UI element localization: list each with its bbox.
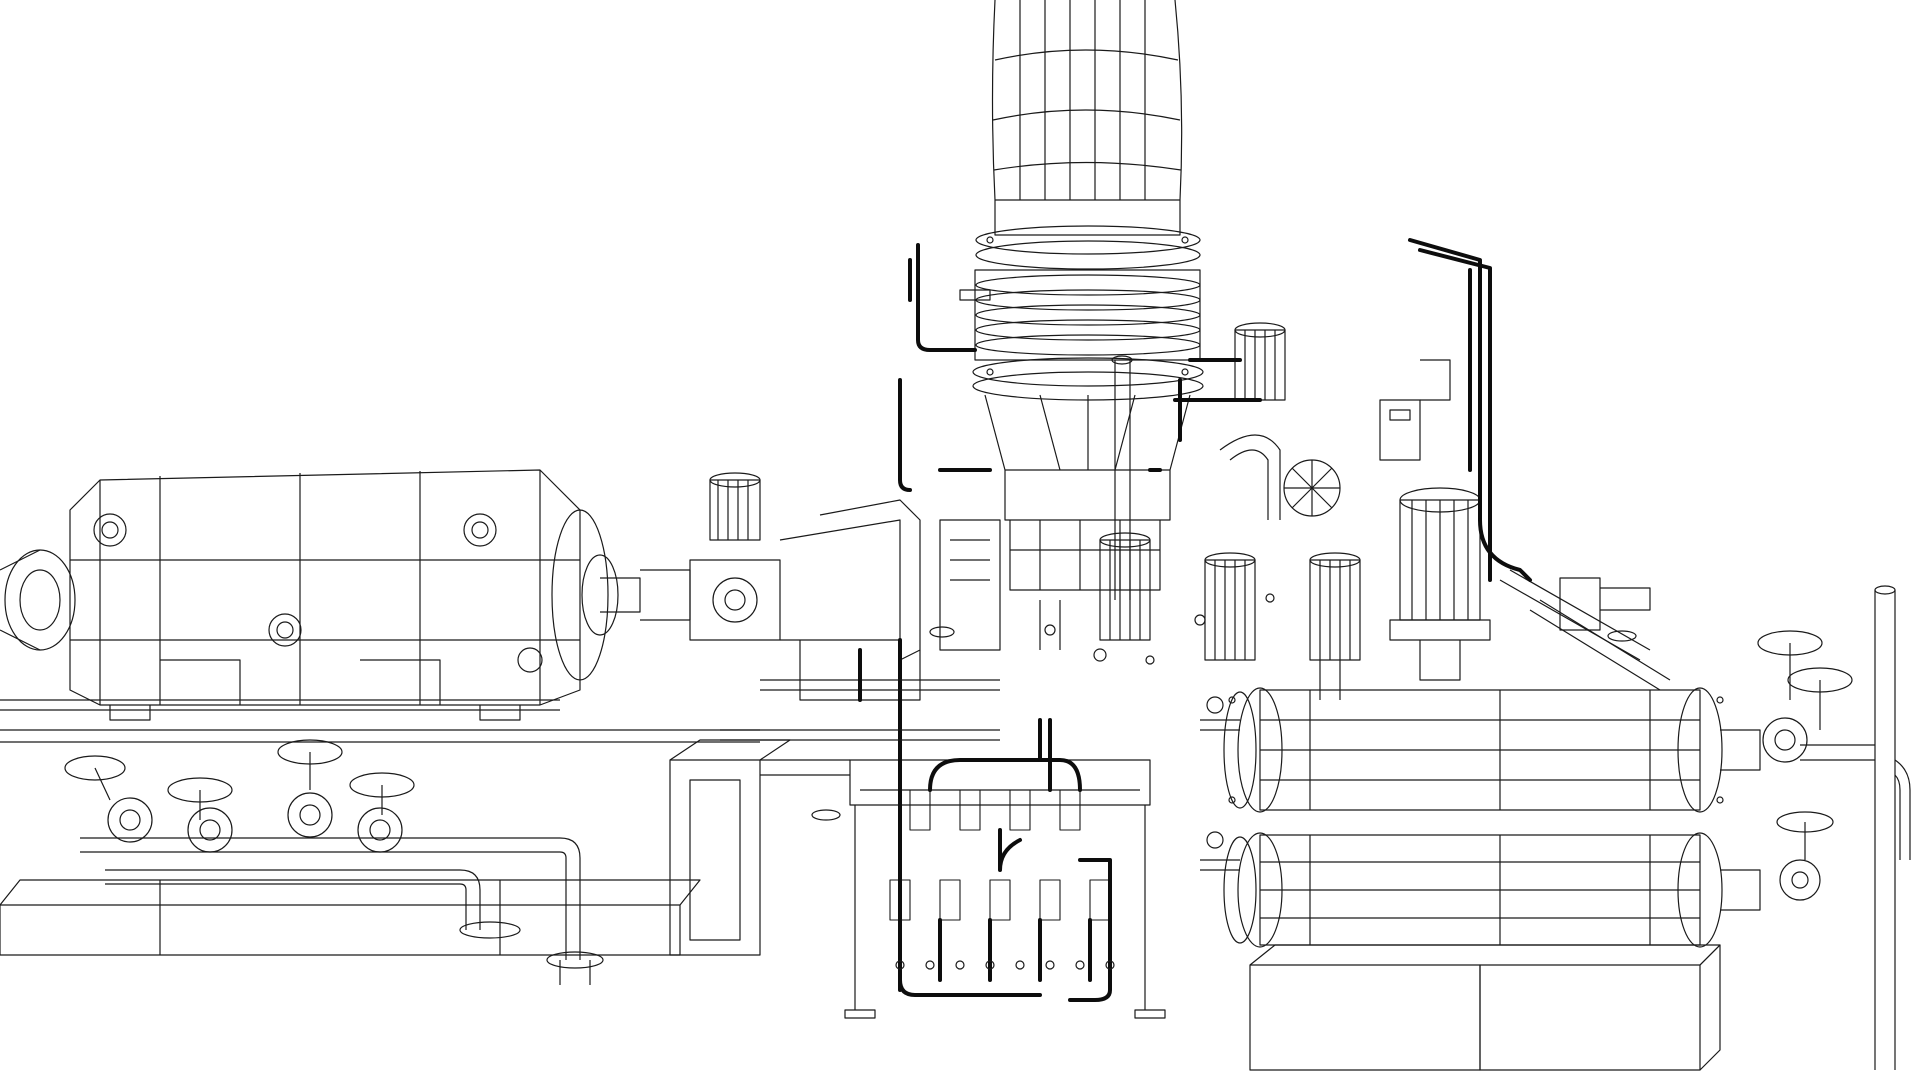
shell-tube-heat-exchanger-upper (1223, 687, 1761, 813)
gearbox (689, 472, 1001, 701)
vertical-pumps (1099, 322, 1491, 681)
handwheel-valves (64, 626, 1853, 901)
generator-housing (0, 469, 691, 721)
heavy-tubing (858, 238, 1532, 762)
instruments (959, 289, 1651, 665)
skid-base (0, 699, 1721, 1071)
shell-tube-heat-exchanger-lower (1223, 832, 1761, 948)
valve-manifold (844, 638, 1166, 1019)
piping-network (80, 355, 1911, 1070)
exhaust-stack (972, 0, 1204, 591)
